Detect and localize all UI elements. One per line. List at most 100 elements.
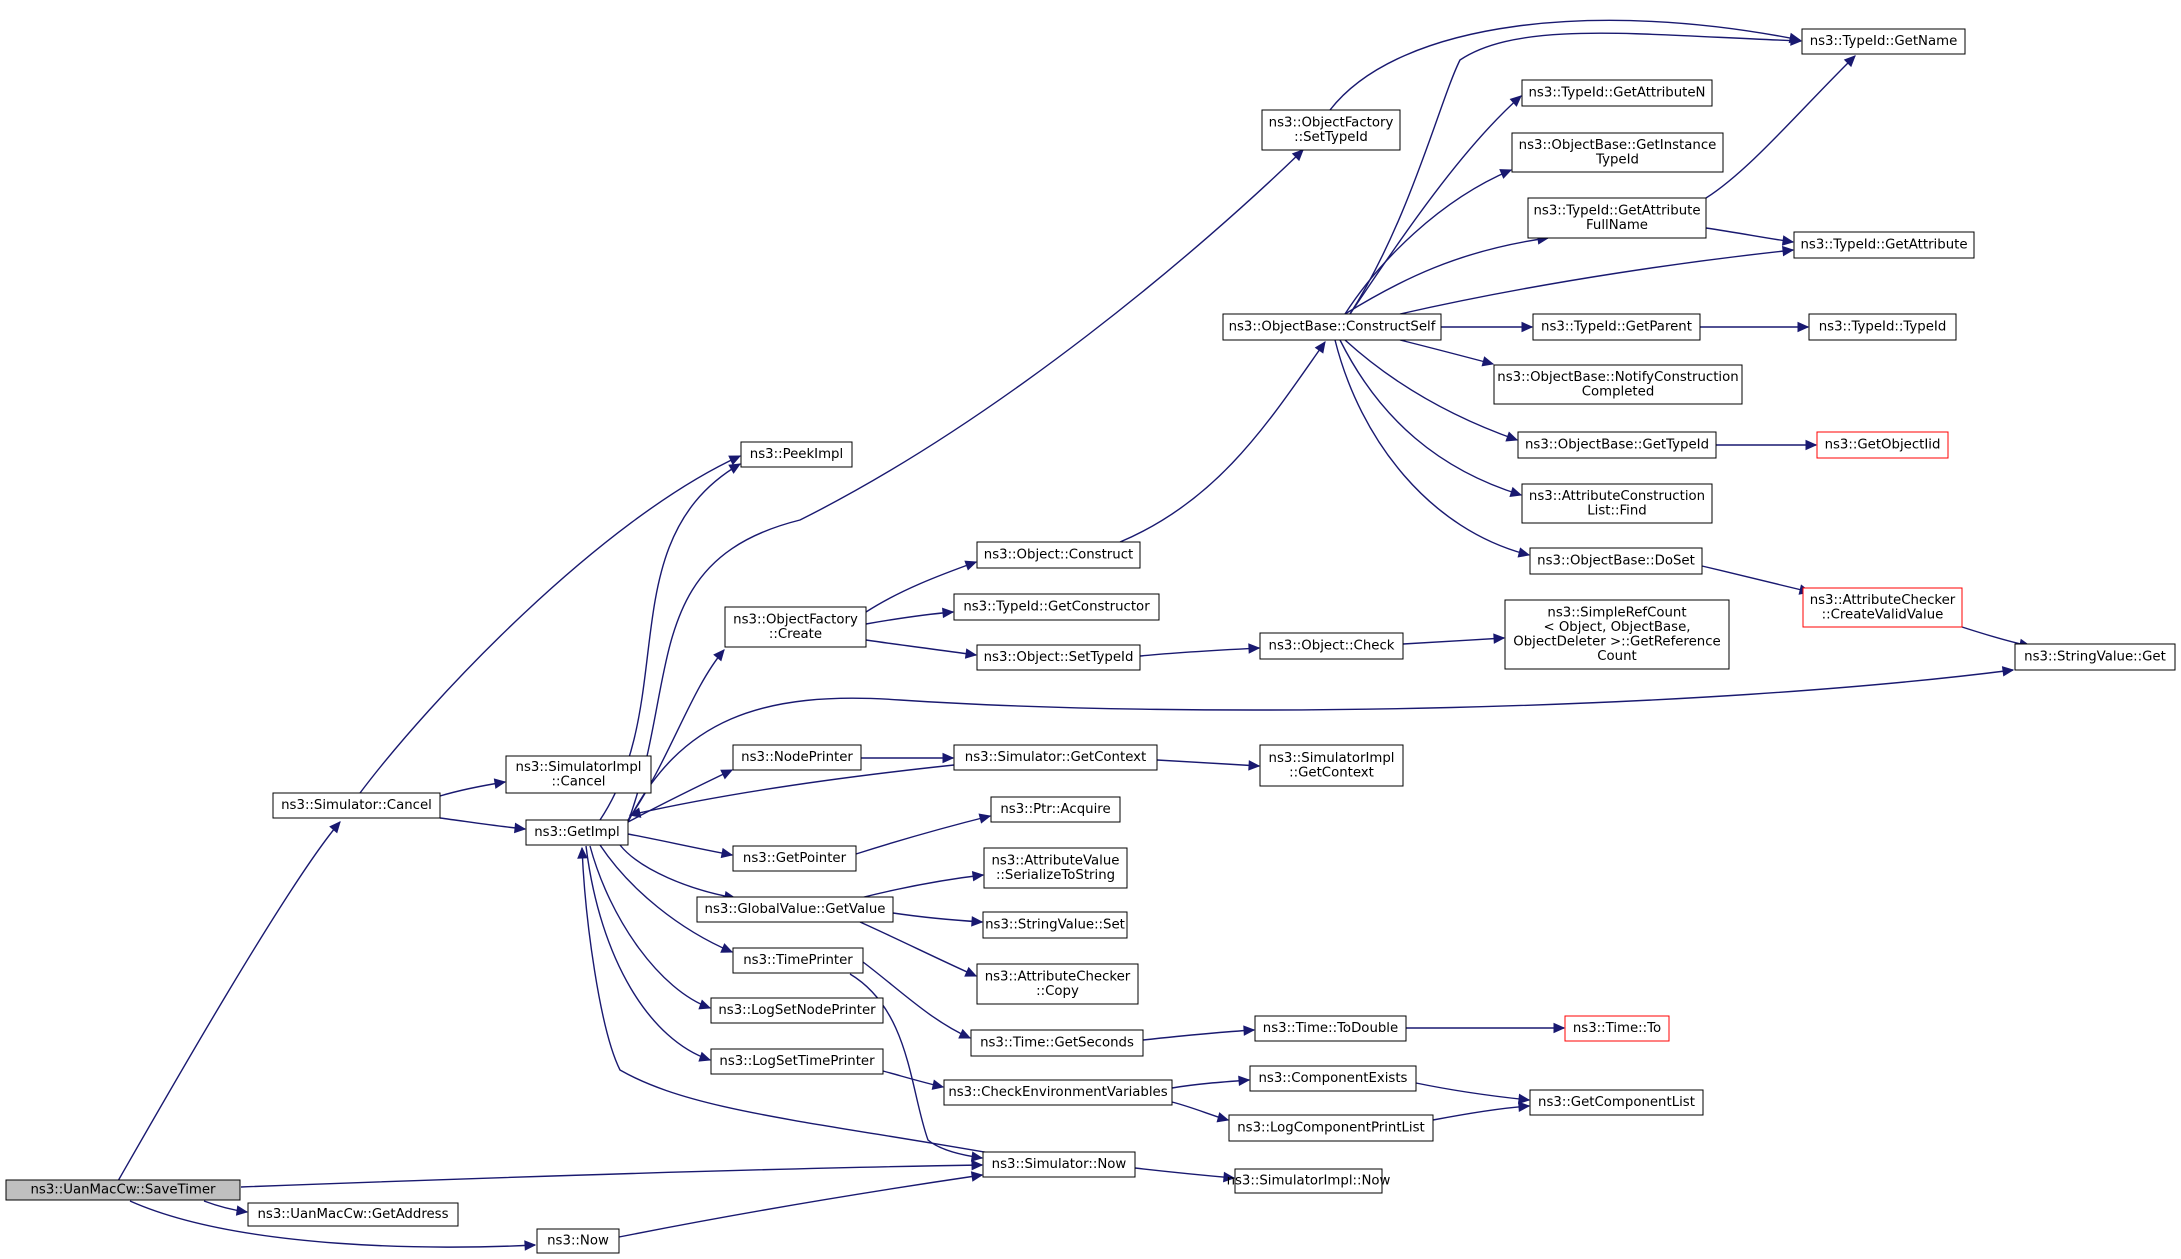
node-typeid-getconstructor[interactable]: ns3::TypeId::GetConstructor bbox=[953, 593, 1160, 621]
node-label: ns3::Time::GetSeconds bbox=[980, 1036, 1134, 1051]
node-logsetnodeprinter[interactable]: ns3::LogSetNodePrinter bbox=[710, 997, 884, 1024]
node-time-todouble[interactable]: ns3::Time::ToDouble bbox=[1254, 1015, 1407, 1042]
node-logsettimeprinter[interactable]: ns3::LogSetTimePrinter bbox=[710, 1048, 884, 1075]
node-label: ns3::StringValue::Set bbox=[985, 918, 1125, 933]
arrowhead-icon bbox=[970, 1171, 984, 1182]
arrowhead-icon bbox=[514, 822, 527, 834]
call-edge-componentexists-to-getcomponentlist bbox=[1415, 1082, 1531, 1105]
node-get-impl[interactable]: ns3::GetImpl bbox=[525, 819, 629, 846]
arrowhead-icon bbox=[1797, 321, 1810, 333]
node-label: ::CreateValidValue bbox=[1822, 607, 1944, 622]
arrowhead-icon bbox=[329, 821, 341, 834]
node-simplerefcount[interactable]: ns3::SimpleRefCount< Object, ObjectBase,… bbox=[1504, 599, 1730, 670]
call-edge-typeid_getattributefullname-to-typeid_getattribute bbox=[1705, 227, 1795, 246]
node-label: ::Copy bbox=[1036, 984, 1079, 999]
arrowhead-icon bbox=[720, 943, 734, 953]
node-logcomponentprintlist[interactable]: ns3::LogComponentPrintList bbox=[1228, 1114, 1434, 1142]
node-object-construct[interactable]: ns3::Object::Construct bbox=[976, 541, 1141, 569]
node-label: ns3::AttributeValue bbox=[991, 853, 1119, 868]
node-label: ns3::TypeId::GetAttributeN bbox=[1529, 86, 1706, 101]
node-ob-notifyconstruction[interactable]: ns3::ObjectBase::NotifyConstructionCompl… bbox=[1493, 364, 1743, 405]
node-time-to[interactable]: ns3::Time::To bbox=[1564, 1015, 1670, 1042]
node-typeid-getattributen[interactable]: ns3::TypeId::GetAttributeN bbox=[1521, 79, 1713, 107]
node-getobjectiid[interactable]: ns3::GetObjectIid bbox=[1816, 431, 1949, 459]
arrowhead-icon bbox=[1248, 643, 1261, 654]
node-label: ns3::StringValue::Get bbox=[2024, 650, 2166, 665]
node-objfactory-settypeid[interactable]: ns3::ObjectFactory::SetTypeId bbox=[1261, 109, 1401, 151]
node-label: ns3::GlobalValue::GetValue bbox=[705, 902, 886, 917]
call-edge-typeid_getattributefullname-to-typeid_getname bbox=[1705, 55, 1856, 199]
call-edge-get_impl-to-objfactory_settypeid bbox=[627, 149, 1304, 823]
call-edge-sim_getcontext-to-simimpl_getcontext bbox=[1156, 759, 1261, 771]
node-label: ns3::CheckEnvironmentVariables bbox=[948, 1085, 1167, 1100]
node-label: ns3::GetPointer bbox=[743, 851, 847, 866]
arrowhead-icon bbox=[1291, 149, 1304, 162]
node-label: ns3::Simulator::Cancel bbox=[281, 798, 432, 813]
arrowhead-icon bbox=[1782, 245, 1795, 257]
call-edge-sim_now-to-get_impl bbox=[577, 846, 991, 1154]
node-typeid-getparent[interactable]: ns3::TypeId::GetParent bbox=[1532, 313, 1701, 341]
node-ptr-acquire[interactable]: ns3::Ptr::Acquire bbox=[990, 796, 1121, 823]
node-label: ns3::SimpleRefCount bbox=[1547, 605, 1686, 620]
node-label: ns3::UanMacCw::SaveTimer bbox=[30, 1183, 216, 1198]
node-label: ns3::Ptr::Acquire bbox=[1000, 802, 1110, 817]
node-save-timer[interactable]: ns3::UanMacCw::SaveTimer bbox=[5, 1179, 241, 1201]
node-checkenv[interactable]: ns3::CheckEnvironmentVariables bbox=[943, 1079, 1173, 1106]
node-time-getseconds[interactable]: ns3::Time::GetSeconds bbox=[970, 1029, 1144, 1057]
node-label: < Object, ObjectBase, bbox=[1543, 620, 1690, 635]
node-componentexists[interactable]: ns3::ComponentExists bbox=[1249, 1065, 1417, 1092]
node-typeid-getname[interactable]: ns3::TypeId::GetName bbox=[1801, 28, 1966, 55]
node-sim-cancel[interactable]: ns3::Simulator::Cancel bbox=[272, 792, 441, 819]
arrowhead-icon bbox=[1314, 340, 1326, 354]
node-stringvalue-set[interactable]: ns3::StringValue::Set bbox=[982, 911, 1128, 939]
arrowhead-icon bbox=[1521, 321, 1534, 333]
node-label: ns3::AttributeConstruction bbox=[1529, 489, 1705, 504]
node-nodeprinter[interactable]: ns3::NodePrinter bbox=[732, 744, 862, 771]
node-simimpl-getcontext[interactable]: ns3::SimulatorImpl::GetContext bbox=[1259, 744, 1404, 787]
arrowhead-icon bbox=[1248, 760, 1261, 771]
call-edge-time_todouble-to-time_to bbox=[1405, 1022, 1566, 1034]
call-edge-ob_gettypeid-to-getobjectiid bbox=[1716, 439, 1818, 451]
node-attrvalue-serialize[interactable]: ns3::AttributeValue::SerializeToString bbox=[983, 847, 1128, 889]
node-getcomponentlist[interactable]: ns3::GetComponentList bbox=[1529, 1089, 1704, 1116]
node-timeprinter[interactable]: ns3::TimePrinter bbox=[732, 947, 864, 974]
call-edge-objfactory_create-to-typeid_getconstructor bbox=[865, 607, 955, 625]
arrowhead-icon bbox=[958, 1028, 972, 1039]
call-edge-object_check-to-simplerefcount bbox=[1402, 633, 1506, 645]
node-typeid-getattribute[interactable]: ns3::TypeId::GetAttribute bbox=[1793, 231, 1975, 259]
node-simimpl-cancel[interactable]: ns3::SimulatorImpl::Cancel bbox=[505, 755, 652, 794]
call-edge-sim_getcontext-to-get_impl bbox=[628, 764, 955, 818]
node-getpointer[interactable]: ns3::GetPointer bbox=[732, 845, 857, 872]
call-edge-ob_constructself-to-typeid_getattributen bbox=[1349, 95, 1522, 315]
node-attrchecker-createvalid[interactable]: ns3::AttributeChecker::CreateValidValue bbox=[1802, 587, 1963, 628]
arrowhead-icon bbox=[1781, 235, 1795, 246]
node-ob-constructself[interactable]: ns3::ObjectBase::ConstructSelf bbox=[1222, 313, 1442, 341]
node-stringvalue-get[interactable]: ns3::StringValue::Get bbox=[2014, 643, 2176, 671]
node-ob-doset[interactable]: ns3::ObjectBase::DoSet bbox=[1529, 547, 1703, 575]
node-ob-gettypeid[interactable]: ns3::ObjectBase::GetTypeId bbox=[1517, 431, 1717, 459]
node-attrchecker-copy[interactable]: ns3::AttributeChecker::Copy bbox=[976, 963, 1139, 1005]
node-typeid-typeid[interactable]: ns3::TypeId::TypeId bbox=[1808, 313, 1957, 341]
call-edge-sim_now-to-simimpl_now bbox=[1134, 1167, 1236, 1183]
call-edge-save_timer-to-get_address bbox=[203, 1200, 249, 1216]
arrowhead-icon bbox=[1223, 1171, 1236, 1183]
node-object-check[interactable]: ns3::Object::Check bbox=[1259, 632, 1404, 660]
node-ns3-now[interactable]: ns3::Now bbox=[536, 1228, 620, 1254]
node-peek-impl[interactable]: ns3::PeekImpl bbox=[740, 441, 853, 468]
node-label: ns3::LogSetNodePrinter bbox=[718, 1003, 876, 1018]
arrowhead-icon bbox=[628, 807, 642, 818]
arrowhead-icon bbox=[713, 649, 725, 662]
node-label: ns3::TypeId::GetConstructor bbox=[963, 600, 1150, 615]
node-object-settypeid[interactable]: ns3::Object::SetTypeId bbox=[976, 644, 1141, 671]
node-sim-now[interactable]: ns3::Simulator::Now bbox=[982, 1151, 1136, 1178]
node-globalvalue-getvalue[interactable]: ns3::GlobalValue::GetValue bbox=[696, 896, 894, 923]
call-edge-get_impl-to-objfactory_create bbox=[627, 649, 725, 821]
node-get-address[interactable]: ns3::UanMacCw::GetAddress bbox=[247, 1202, 459, 1227]
arrowhead-icon bbox=[235, 1205, 249, 1216]
node-simimpl-now[interactable]: ns3::SimulatorImpl::Now bbox=[1227, 1168, 1391, 1194]
node-sim-getcontext[interactable]: ns3::Simulator::GetContext bbox=[953, 744, 1158, 771]
node-objfactory-create[interactable]: ns3::ObjectFactory::Create bbox=[724, 606, 867, 648]
